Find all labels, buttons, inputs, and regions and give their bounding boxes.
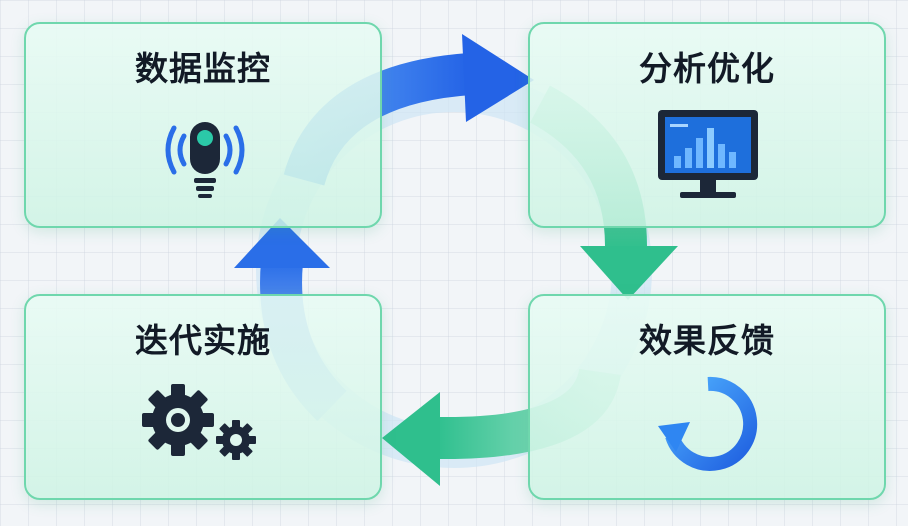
step-card-monitor: 数据监控 — [24, 22, 382, 228]
sensor-icon — [165, 122, 245, 198]
step-card-implement: 迭代实施 — [24, 294, 382, 500]
arrowhead-bottom — [382, 392, 440, 486]
step-card-feedback: 效果反馈 — [528, 294, 886, 500]
step-card-analyze: 分析优化 — [528, 22, 886, 228]
arrowhead-left — [234, 218, 330, 268]
arrowhead-right — [580, 246, 678, 300]
arrowhead-top — [462, 34, 534, 122]
monitor-chart-icon — [658, 110, 758, 198]
step-title-implement: 迭代实施 — [135, 321, 271, 360]
step-title-monitor: 数据监控 — [135, 49, 271, 88]
refresh-icon — [658, 376, 758, 471]
gears-icon — [142, 384, 256, 460]
step-title-feedback: 效果反馈 — [639, 321, 775, 360]
step-title-analyze: 分析优化 — [639, 49, 775, 88]
